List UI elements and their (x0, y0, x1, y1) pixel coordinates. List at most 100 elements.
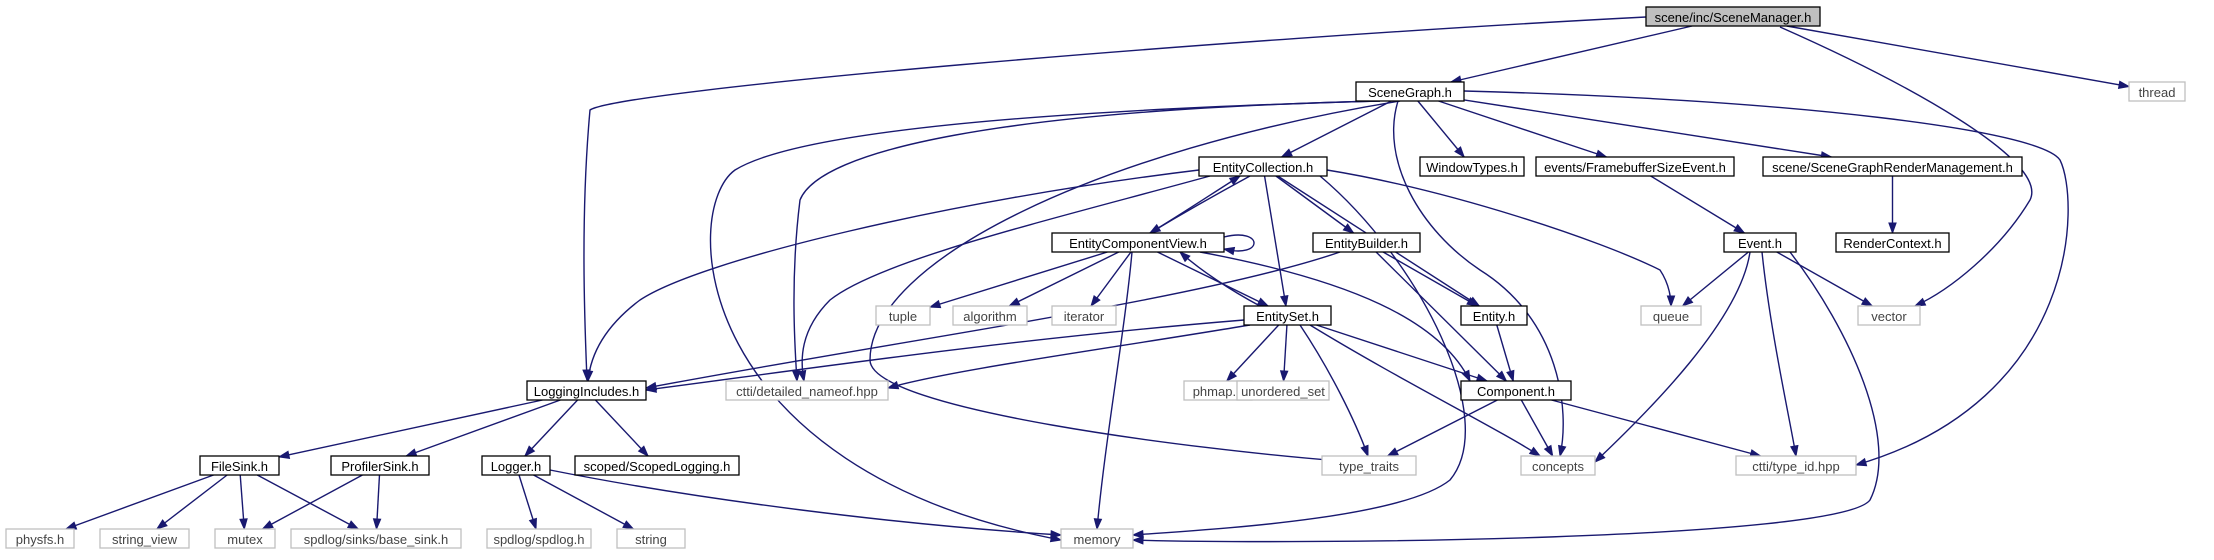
node-logging[interactable]: LoggingIncludes.h (526, 380, 647, 401)
edge-event-to-vector (1776, 251, 1874, 307)
node-profilersink[interactable]: ProfilerSink.h (330, 455, 430, 476)
node-spdlog-box (486, 528, 592, 549)
edge-scenegraph-to-ctti_nameof-arrowhead (792, 370, 801, 383)
node-memory: memory (1060, 528, 1134, 549)
edge-logging-to-filesink-arrowhead (277, 450, 291, 459)
node-entitybuilder[interactable]: EntityBuilder.h (1312, 232, 1421, 253)
node-windowtypes-box (1419, 156, 1525, 177)
node-scopedlogging-box (574, 455, 740, 476)
edge-ecview-to-component-line (1199, 251, 1471, 382)
node-scenegraph-label: SceneGraph.h (1368, 85, 1452, 100)
node-entityset[interactable]: EntitySet.h (1243, 305, 1332, 326)
node-entity-label: Entity.h (1473, 309, 1515, 324)
node-unordered_set: unordered_set (1236, 380, 1330, 401)
node-filesink[interactable]: FileSink.h (199, 455, 280, 476)
edge-entity-to-component-arrowhead (1506, 369, 1515, 383)
edge-entityset-to-unordered_set (1279, 324, 1289, 383)
node-logger[interactable]: Logger.h (481, 455, 551, 476)
node-base_sink: spdlog/sinks/base_sink.h (290, 528, 462, 549)
edge-entitycollection-to-queue-line (1326, 169, 1672, 307)
edge-entityset-to-phmap-arrowhead (1225, 370, 1238, 383)
node-scenegraph[interactable]: SceneGraph.h (1355, 81, 1465, 102)
edge-entityset-to-ecview (1178, 251, 1261, 307)
node-scenemanager-label: scene/inc/SceneManager.h (1655, 10, 1812, 25)
edge-ecview-to-iterator-line (1090, 251, 1132, 307)
edge-logger-to-spdlog-arrowhead (528, 517, 537, 531)
node-windowtypes[interactable]: WindowTypes.h (1419, 156, 1525, 177)
node-rendercontext-label: RenderContext.h (1843, 236, 1941, 251)
node-framebuffer[interactable]: events/FramebufferSizeEvent.h (1535, 156, 1735, 177)
node-phmap-label: phmap.h (1193, 384, 1244, 399)
edge-framebuffer-to-event (1650, 175, 1746, 234)
node-sgrm-box (1762, 156, 2023, 177)
edge-entityset-to-ctti_nameof-arrowhead (886, 380, 900, 390)
edge-scenegraph-to-entitycollection-line (1281, 100, 1392, 158)
edge-logging-to-filesink-line (278, 399, 543, 458)
edge-logging-to-scopedlogging (594, 399, 650, 458)
edge-event-to-queue-arrowhead (1681, 296, 1694, 307)
node-entity[interactable]: Entity.h (1460, 305, 1528, 326)
node-concepts-box (1520, 455, 1596, 476)
edge-entitycollection-to-queue (1326, 169, 1676, 308)
edge-event-to-vector-line (1776, 251, 1873, 307)
edge-component-to-concepts-line (1520, 399, 1554, 457)
node-ctti_nameof: ctti/detailed_nameof.hpp (725, 380, 889, 401)
edge-scenegraph-to-concepts-line (1393, 100, 1564, 457)
node-unordered_set-label: unordered_set (1241, 384, 1325, 399)
edge-logger-to-string (533, 474, 635, 530)
edge-entityset-to-component-line (1316, 324, 1488, 382)
edge-profilersink-to-base_sink (372, 474, 382, 531)
edge-profilersink-to-mutex (261, 474, 363, 530)
edge-entityset-to-ctti_nameof (886, 324, 1251, 390)
edge-entityset-to-type_traits-line (1299, 324, 1369, 457)
edge-scenegraph-to-entitycollection-arrowhead (1280, 148, 1293, 158)
node-iterator-box (1051, 305, 1117, 326)
node-component-label: Component.h (1477, 384, 1555, 399)
edge-scenemanager-to-vector-line (1779, 26, 2033, 307)
node-spdlog-label: spdlog/spdlog.h (493, 532, 584, 547)
edge-entitycollection-to-logging-arrowhead (584, 370, 594, 383)
node-logger-label: Logger.h (491, 459, 542, 474)
node-entitycollection[interactable]: EntityCollection.h (1198, 156, 1328, 177)
node-scenemanager[interactable]: scene/inc/SceneManager.h (1645, 6, 1821, 27)
edge-logging-to-logger-line (524, 399, 579, 457)
node-tuple: tuple (875, 305, 931, 326)
node-rendercontext[interactable]: RenderContext.h (1835, 232, 1950, 253)
edge-logger-to-string-arrowhead (622, 520, 635, 530)
edge-scenegraph-to-concepts-arrowhead (1558, 444, 1567, 458)
edge-ecview-to-memory (1093, 251, 1133, 531)
node-scopedlogging[interactable]: scoped/ScopedLogging.h (574, 455, 740, 476)
node-entitybuilder-label: EntityBuilder.h (1325, 236, 1408, 251)
node-entitycollection-box (1198, 156, 1328, 177)
node-phmap: phmap.h (1183, 380, 1253, 401)
node-logger-box (481, 455, 551, 476)
node-filesink-label: FileSink.h (211, 459, 268, 474)
node-mutex-label: mutex (227, 532, 263, 547)
edge-entitycollection-to-memory-arrowhead (1131, 529, 1144, 539)
node-event[interactable]: Event.h (1723, 232, 1797, 253)
edge-component-to-ctti_typeid-line (1551, 399, 1761, 457)
edge-entityset-to-type_traits (1299, 324, 1369, 458)
edge-event-to-concepts-arrowhead (1593, 451, 1606, 464)
node-ctti_typeid-label: ctti/type_id.hpp (1752, 459, 1839, 474)
node-sgrm[interactable]: scene/SceneGraphRenderManagement.h (1762, 156, 2023, 177)
edge-framebuffer-to-event-line (1650, 175, 1745, 234)
edge-ecview-to-entitycollection-line (1149, 175, 1241, 234)
node-physfs-box (5, 528, 75, 549)
edge-scenegraph-to-type_traits-line (869, 100, 1401, 462)
node-event-label: Event.h (1738, 236, 1782, 251)
edge-entityset-to-phmap-line (1226, 324, 1280, 382)
node-component[interactable]: Component.h (1460, 380, 1572, 401)
node-sgrm-label: scene/SceneGraphRenderManagement.h (1772, 160, 2013, 175)
edge-ecview-to-ecview (1222, 234, 1255, 256)
edges-layer (64, 16, 2131, 545)
edge-component-to-type_traits-arrowhead (1386, 447, 1399, 457)
edge-event-to-queue (1681, 251, 1749, 307)
node-windowtypes-label: WindowTypes.h (1426, 160, 1518, 175)
node-vector-label: vector (1871, 309, 1907, 324)
edge-scenegraph-to-framebuffer-arrowhead (1595, 149, 1608, 158)
node-ecview[interactable]: EntityComponentView.h (1051, 232, 1225, 253)
node-framebuffer-box (1535, 156, 1735, 177)
edge-scenegraph-to-memory-line (709, 100, 1381, 541)
edge-entitybuilder-to-component-arrowhead (1495, 370, 1508, 383)
